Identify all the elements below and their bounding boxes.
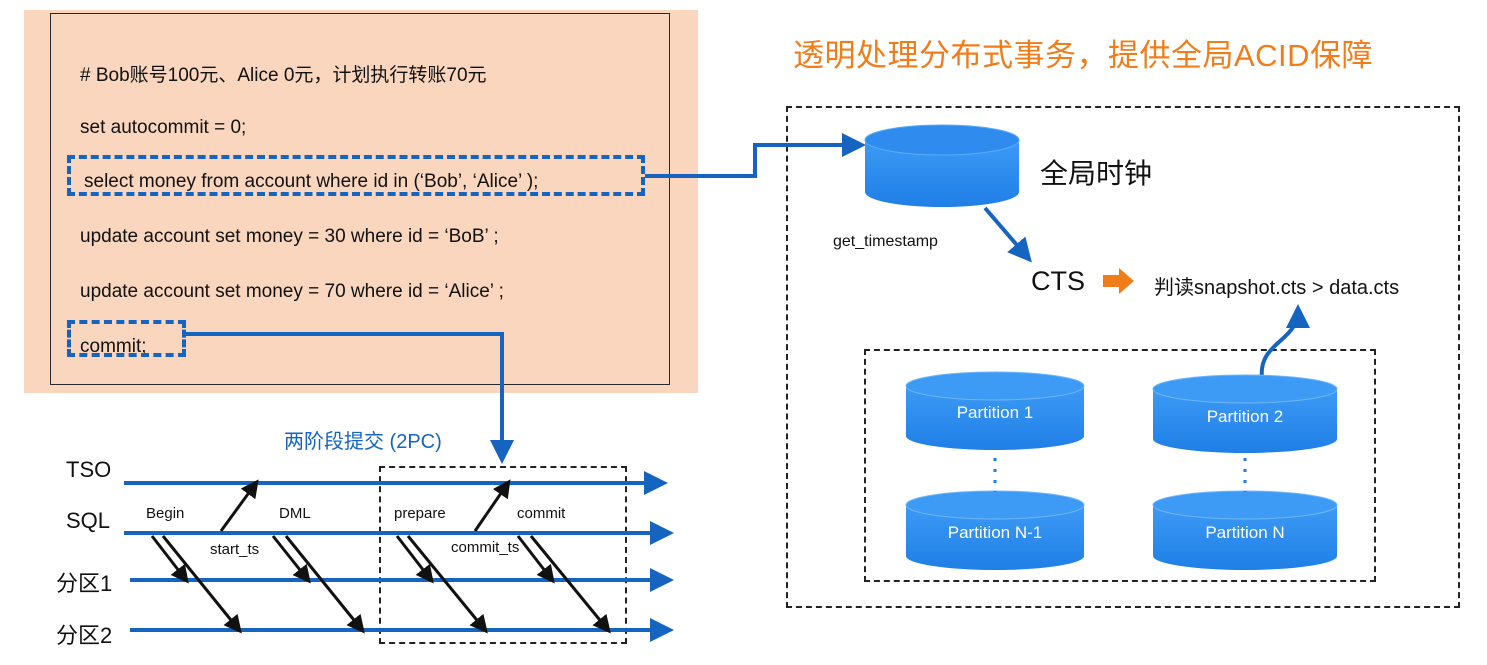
sql-comment: # Bob账号100元、Alice 0元，计划执行转账70元 — [80, 65, 487, 86]
partition-n-cylinder-icon — [1152, 490, 1338, 570]
cts-label: CTS — [1031, 266, 1085, 296]
start-ts-arrow — [219, 479, 259, 532]
begin-to-p1-arrow — [150, 535, 189, 584]
clock-to-cts-arrow — [983, 206, 1032, 263]
partition-to-rule-arrow — [1259, 304, 1310, 379]
prepare-to-p2-arrow — [406, 535, 488, 634]
partition-2-cylinder-icon — [1152, 374, 1338, 453]
step-dml-label: DML — [279, 505, 311, 522]
orange-arrow-icon — [1103, 268, 1134, 294]
select-to-clock-arrow — [645, 133, 866, 178]
lane-partition2-label: 分区2 — [56, 623, 113, 648]
partition-2-label: Partition 2 — [1206, 407, 1284, 426]
global-clock-cylinder-icon — [864, 124, 1020, 207]
lane-partition1-label: 分区1 — [56, 571, 113, 596]
global-clock-label: 全局时钟 — [1040, 158, 1153, 189]
sql-line-update-bob: update account set money = 30 where id =… — [80, 226, 499, 247]
step-begin-label: Begin — [146, 505, 185, 522]
begin-to-p2-arrow — [161, 535, 242, 634]
partitions-box — [864, 349, 1376, 582]
commit-to-p2-arrow — [529, 535, 611, 634]
lane-sql-label: SQL — [66, 508, 111, 533]
sql-box — [50, 13, 670, 385]
prepare-to-p1-arrow — [395, 535, 434, 584]
step-prepare-label: prepare — [394, 505, 446, 522]
partition-1-label: Partition 1 — [956, 403, 1034, 422]
partition-1-cylinder-icon — [905, 371, 1085, 450]
partition-n-label: Partition N — [1205, 523, 1285, 542]
snapshot-rule-label: 判读snapshot.cts > data.cts — [1154, 277, 1400, 299]
partition-n-1-label: Partition N-1 — [947, 523, 1043, 542]
sql-line-update-alice: update account set money = 70 where id =… — [80, 281, 504, 302]
page-title: 透明处理分布式事务，提供全局ACID保障 — [793, 38, 1374, 73]
commit-to-2pc-arrow — [186, 332, 514, 464]
prepare-commit-box — [379, 466, 627, 644]
two-pc-label: 两阶段提交 (2PC) — [284, 431, 442, 453]
sql-line-autocommit: set autocommit = 0; — [80, 117, 247, 138]
distributed-system-box — [786, 106, 1460, 608]
dml-to-p2-arrow — [284, 535, 365, 634]
sql-line-select: select money from account where id in (‘… — [84, 171, 539, 192]
commit-ts-arrow — [473, 479, 511, 532]
select-highlight — [67, 155, 645, 196]
lane-tso-label: TSO — [66, 457, 112, 482]
get-timestamp-label: get_timestamp — [833, 233, 938, 250]
commit-highlight — [67, 320, 186, 357]
step-start-ts-label: start_ts — [210, 541, 260, 558]
sql-line-commit: commit; — [80, 336, 147, 357]
commit-to-p1-arrow — [516, 535, 555, 584]
step-commit-label: commit — [517, 505, 566, 522]
sql-panel — [24, 10, 698, 393]
step-commit-ts-label: commit_ts — [451, 539, 520, 556]
partition-n-1-cylinder-icon — [905, 490, 1085, 570]
dml-to-p1-arrow — [271, 535, 311, 584]
